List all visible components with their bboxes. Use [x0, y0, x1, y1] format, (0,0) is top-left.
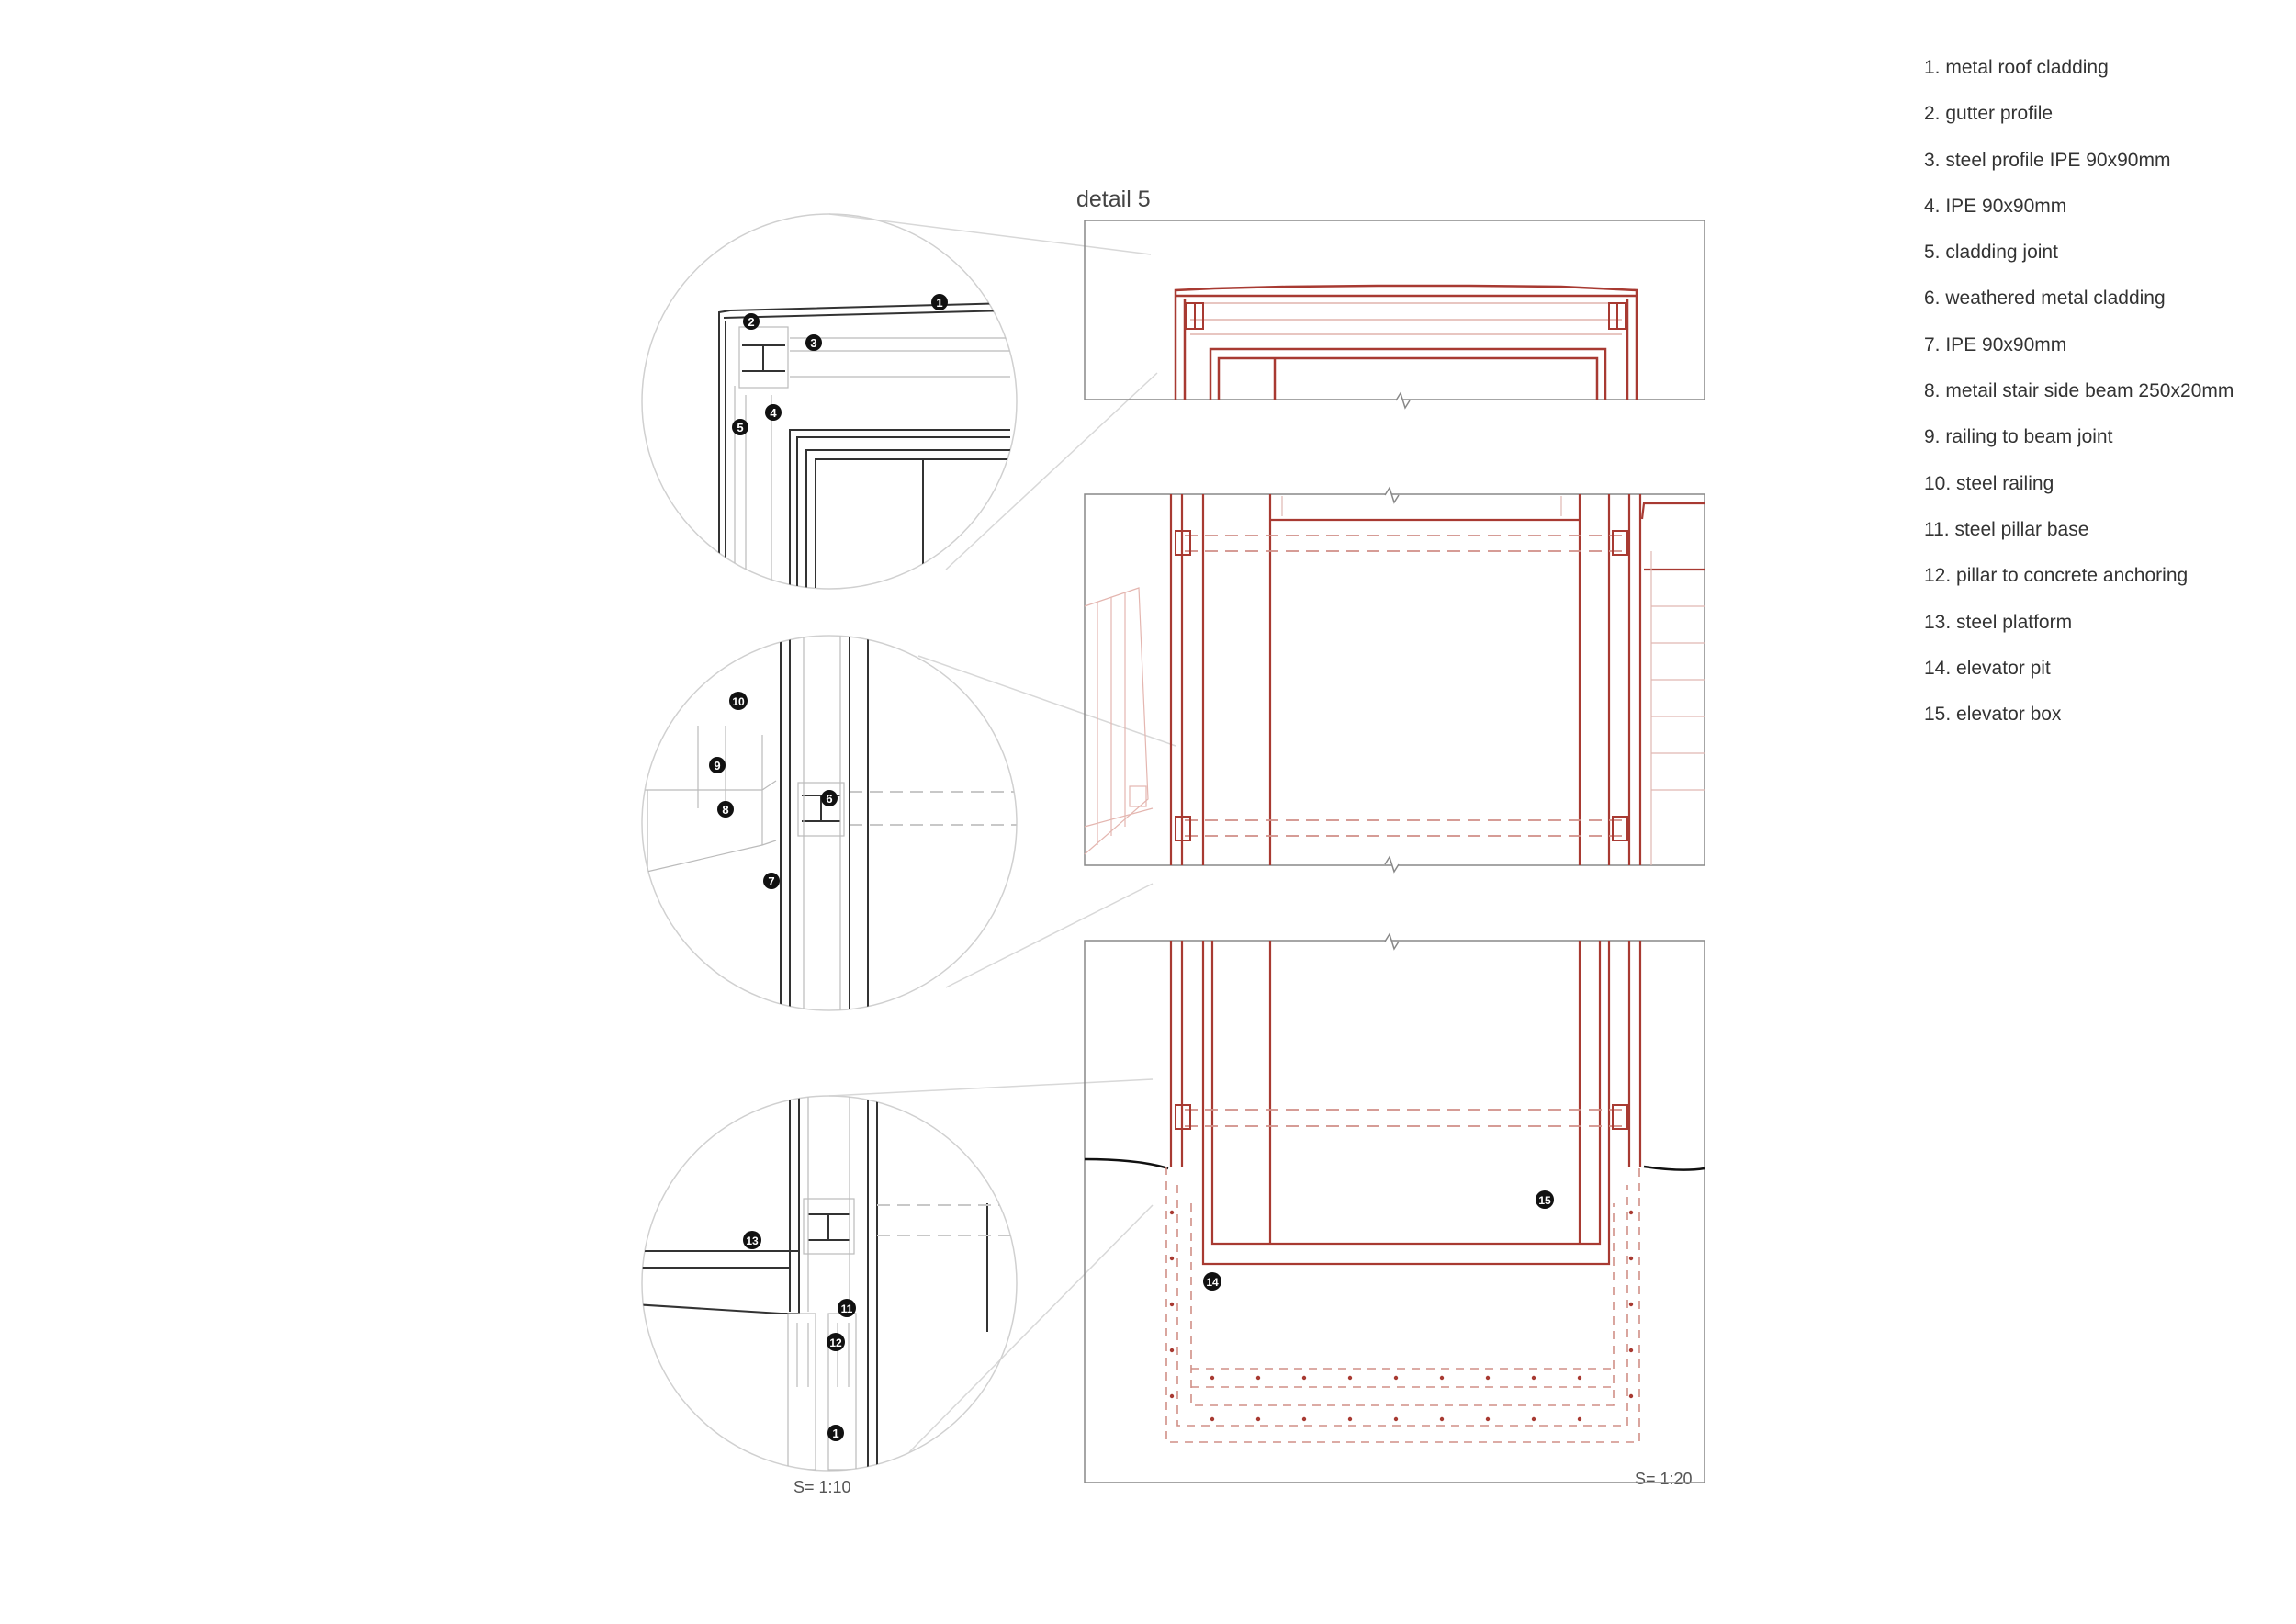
scale-label-detail: S= 1:10 — [793, 1478, 851, 1496]
callout-marker — [765, 404, 782, 421]
callout-marker — [1203, 1272, 1221, 1291]
callout-markers: 1 2 3 4 5 6 7 8 9 10 11 12 13 1 — [709, 294, 1554, 1441]
legend-item: 8. metail stair side beam 250x20mm — [1924, 380, 2234, 402]
callout-label: 6 — [826, 792, 832, 806]
callout-label: 1 — [936, 296, 942, 310]
detail-circle-middle — [641, 635, 1018, 1011]
callout-label: 9 — [714, 759, 720, 773]
callout-marker — [732, 419, 748, 435]
callout-marker — [827, 1425, 844, 1441]
callout-label: 15 — [1538, 1194, 1551, 1207]
callout-label: 12 — [829, 1336, 842, 1349]
legend-item: 13. steel platform — [1924, 611, 2073, 633]
legend-list: 1. metal roof cladding 2. gutter profile… — [1924, 57, 2282, 750]
leader-lines — [828, 213, 1176, 1453]
callout-marker — [821, 790, 838, 806]
callout-marker — [1536, 1190, 1554, 1209]
section-panel-middle — [1084, 486, 1705, 874]
callout-label: 4 — [770, 406, 777, 420]
legend-item: 5. cladding joint — [1924, 242, 2058, 264]
callout-label: 11 — [841, 1303, 853, 1315]
callout-marker — [743, 1231, 761, 1249]
callout-marker — [729, 692, 748, 710]
scale-label-section: S= 1:20 — [1635, 1470, 1693, 1488]
detail-circle-roof — [641, 213, 1018, 590]
callout-marker — [838, 1299, 856, 1317]
legend-item: 11. steel pillar base — [1924, 518, 2089, 540]
callout-label: 2 — [748, 315, 754, 329]
callout-marker — [931, 294, 948, 310]
callout-marker — [743, 313, 760, 330]
detail-circle-base — [641, 1095, 1018, 1472]
callout-marker — [717, 801, 734, 818]
legend-item: 1. metal roof cladding — [1924, 57, 2109, 78]
callout-marker — [827, 1333, 845, 1351]
legend-item: 6. weathered metal cladding — [1924, 288, 2166, 310]
legend-item: 10. steel railing — [1924, 472, 2054, 494]
callout-label: 3 — [810, 336, 816, 350]
legend-item: 14. elevator pit — [1924, 657, 2051, 679]
callout-label: 14 — [1206, 1276, 1219, 1289]
callout-marker — [763, 873, 780, 889]
legend-item: 7. IPE 90x90mm — [1924, 333, 2067, 355]
legend-item: 12. pillar to concrete anchoring — [1924, 565, 2189, 587]
legend-item: 9. railing to beam joint — [1924, 426, 2113, 448]
legend-item: 4. IPE 90x90mm — [1924, 195, 2067, 217]
callout-label: 7 — [768, 874, 774, 888]
callout-marker — [709, 757, 726, 773]
section-panel-pit — [1084, 932, 1705, 1483]
legend-item: 3. steel profile IPE 90x90mm — [1924, 149, 2171, 171]
detail-title: detail 5 — [1076, 186, 1151, 212]
callout-label: 10 — [732, 695, 745, 708]
section-panel-roof — [1084, 220, 1705, 410]
legend-item: 15. elevator box — [1924, 704, 2062, 726]
callout-label: 8 — [722, 803, 728, 817]
callout-label: 5 — [737, 421, 743, 434]
callout-marker — [805, 334, 822, 351]
callout-label: 1 — [832, 1427, 838, 1440]
legend-item: 2. gutter profile — [1924, 103, 2054, 125]
callout-label: 13 — [746, 1235, 759, 1247]
